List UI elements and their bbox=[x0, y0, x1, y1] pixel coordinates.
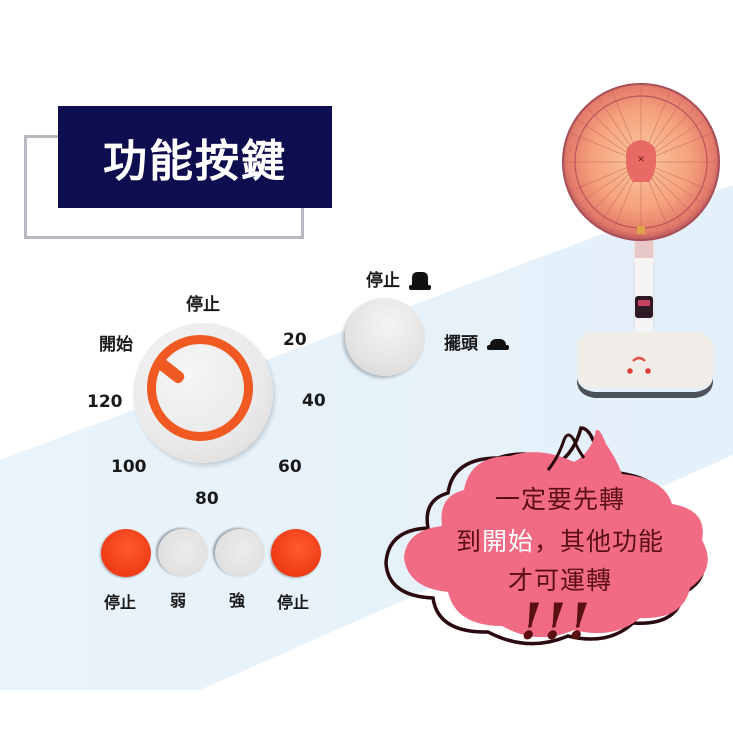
header-banner: 功能按鍵 bbox=[58, 106, 332, 208]
swing-button[interactable] bbox=[345, 298, 425, 376]
dial-mark-120: 120 bbox=[87, 392, 123, 412]
weak-button[interactable] bbox=[158, 529, 208, 577]
stop-button-right[interactable] bbox=[271, 529, 321, 577]
mode-label-stop-right: 停止 bbox=[277, 593, 310, 612]
strong-button[interactable] bbox=[215, 529, 265, 577]
dial-mark-20: 20 bbox=[283, 330, 307, 350]
button-pressed-down-icon bbox=[486, 338, 509, 350]
notice-line-2-suffix: ，其他功能 bbox=[534, 527, 665, 556]
button-pressed-up-icon bbox=[408, 272, 431, 290]
dial-mark-40: 40 bbox=[302, 391, 326, 411]
dial-mark-80: 80 bbox=[195, 489, 219, 509]
timer-dial-knob[interactable] bbox=[133, 323, 273, 463]
stop-button-left[interactable] bbox=[101, 529, 151, 577]
dial-mark-100: 100 bbox=[111, 457, 147, 477]
warning-cloud-bubble bbox=[384, 426, 708, 646]
notice-line-2-prefix: 到 bbox=[455, 527, 482, 556]
swing-stop-label: 停止 bbox=[366, 266, 431, 291]
svg-text:✕: ✕ bbox=[637, 155, 645, 165]
dial-mark-60: 60 bbox=[278, 457, 302, 477]
notice-line-3: 才可運轉 bbox=[507, 566, 612, 595]
notice-line-1: 一定要先轉 bbox=[494, 485, 625, 514]
dial-label-stop: 停止 bbox=[186, 295, 220, 315]
swing-text: 擺頭 bbox=[444, 334, 478, 354]
heater-fan-illustration: ✕ bbox=[562, 83, 720, 398]
exclamation-marks: !!! bbox=[520, 592, 592, 651]
page-title: 功能按鍵 bbox=[103, 136, 287, 187]
mode-label-strong: 強 bbox=[229, 591, 246, 610]
notice-highlight-start: 開始 bbox=[481, 527, 534, 556]
mode-label-weak: 弱 bbox=[170, 591, 187, 610]
dial-ring bbox=[147, 335, 253, 441]
swing-stop-text: 停止 bbox=[366, 271, 400, 291]
swing-label: 擺頭 bbox=[444, 329, 509, 354]
dial-label-start: 開始 bbox=[99, 335, 133, 355]
notice-line-2: 到開始，其他功能 bbox=[420, 522, 700, 558]
mode-label-stop-left: 停止 bbox=[104, 593, 137, 612]
